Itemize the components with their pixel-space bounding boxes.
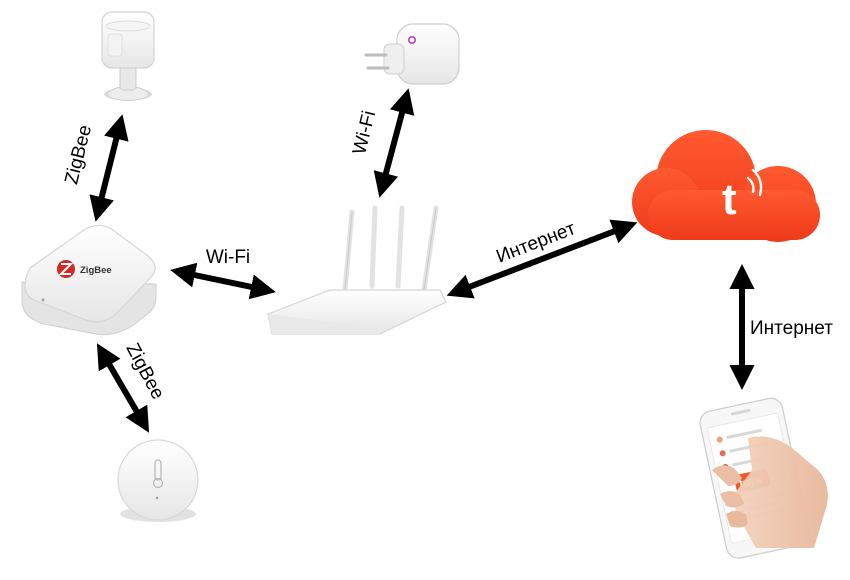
thermometer-icon bbox=[117, 439, 199, 522]
link-label-motion-hub: ZigBee bbox=[61, 123, 96, 186]
smart-plug-icon bbox=[364, 23, 460, 85]
link-arrow-router-cloud bbox=[446, 219, 638, 299]
link-arrow-plug-router bbox=[373, 88, 415, 198]
link-arrow-motion-hub bbox=[89, 114, 129, 222]
zigbee-hub-icon: ZigBee bbox=[21, 224, 157, 336]
link-label-cloud-phone: Интернет bbox=[750, 318, 833, 339]
motion-sensor-icon bbox=[101, 11, 155, 101]
wifi-router-icon bbox=[267, 205, 447, 335]
tuya-cloud-icon: t bbox=[632, 130, 820, 242]
link-arrow-hub-router bbox=[170, 262, 276, 300]
tuya-logo-letter: t bbox=[722, 175, 737, 224]
link-label-hub-router: Wi-Fi bbox=[206, 247, 250, 268]
smartphone-icon: tuya bbox=[699, 397, 828, 559]
hub-brand-label: ZigBee bbox=[80, 265, 112, 276]
link-label-plug-router: Wi-Fi bbox=[349, 109, 380, 157]
link-arrow-hub-temp bbox=[96, 343, 150, 433]
